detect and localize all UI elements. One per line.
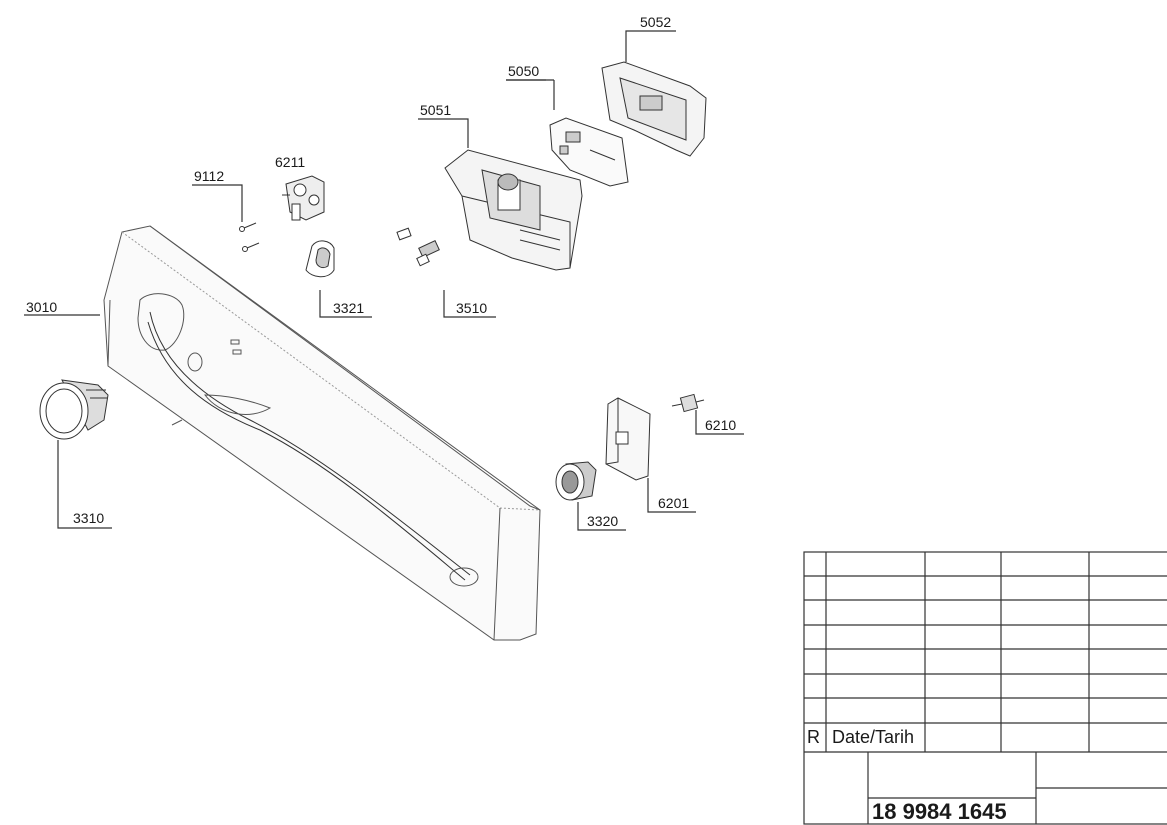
- component-3510: [396, 227, 440, 267]
- callout-3321: 3321: [333, 300, 365, 316]
- callout-3320: 3320: [587, 513, 619, 529]
- callout-9112: 9112: [194, 168, 225, 184]
- switch-6210: [671, 393, 705, 413]
- part-number: 18 9984 1645: [872, 799, 1007, 824]
- callout-6210: 6210: [705, 417, 737, 433]
- callout-6211: 6211: [275, 154, 306, 170]
- cover-6201: [605, 397, 651, 481]
- date-label: Date/Tarih: [832, 727, 915, 747]
- housing-5052: [601, 61, 707, 157]
- screws-9112: [239, 222, 260, 252]
- leader-lines: [24, 30, 744, 531]
- component-6211: [282, 175, 325, 221]
- callout-5050: 5050: [508, 63, 540, 79]
- component-3321: [305, 240, 335, 278]
- callout-6201: 6201: [658, 495, 690, 511]
- control-panel-3010: [103, 225, 541, 641]
- callout-3510: 3510: [456, 300, 488, 316]
- callout-3010: 3010: [26, 299, 58, 315]
- callout-5051: 5051: [420, 102, 452, 118]
- title-block-grid: [803, 551, 1167, 825]
- pcb-5050: [549, 117, 629, 187]
- revision-marker: R: [807, 727, 820, 747]
- callout-5052: 5052: [640, 14, 672, 30]
- knob-3310: [39, 379, 109, 440]
- frame-5051: [444, 149, 583, 271]
- callout-3310: 3310: [73, 510, 105, 526]
- knob-3320: [555, 461, 597, 501]
